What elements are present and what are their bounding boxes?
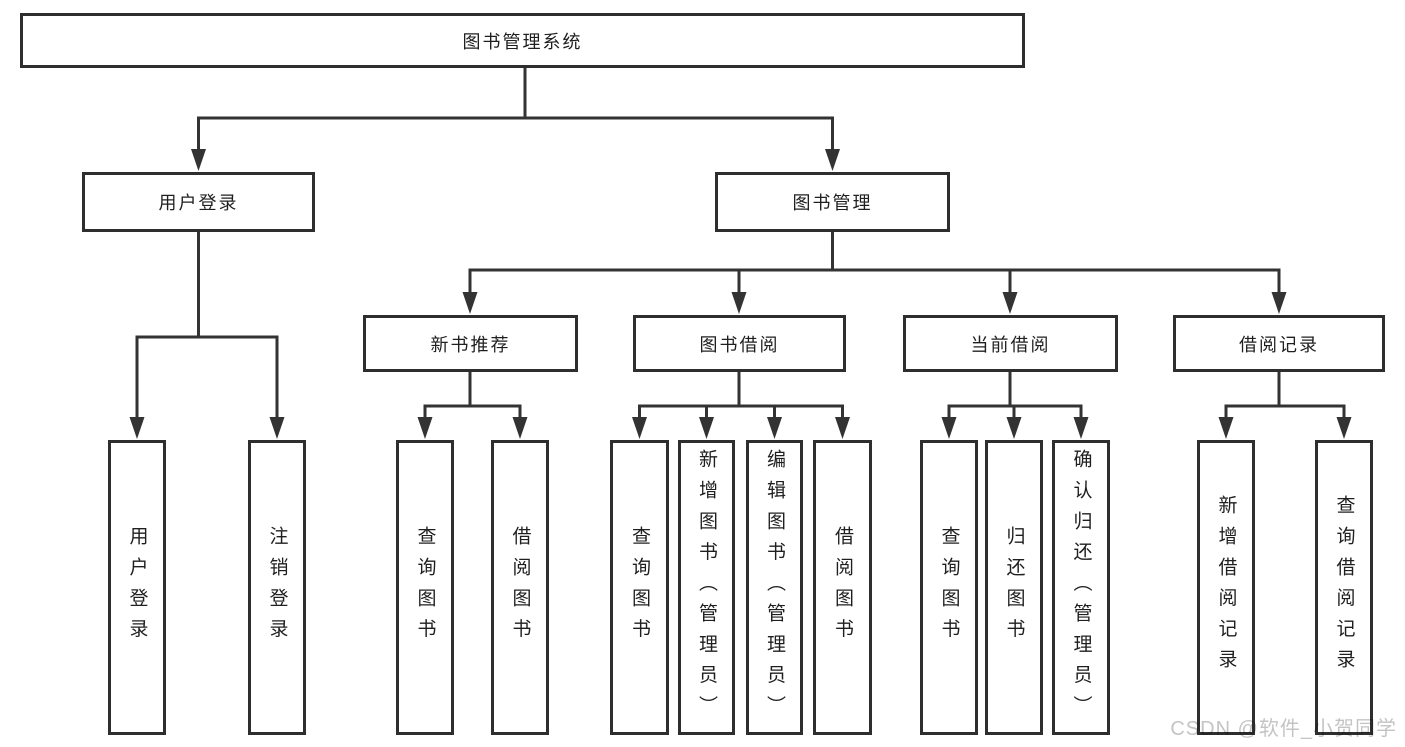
leaf-logout: 注销登录	[248, 440, 306, 735]
node-label: 图书借阅	[699, 334, 780, 355]
node-new-book-recommend: 新书推荐	[363, 315, 578, 372]
node-label: 用户登录	[158, 193, 239, 213]
leaf-label: 确认归还（管理员）	[1070, 448, 1092, 727]
leaf-label: 查询图书	[629, 525, 650, 650]
leaf-label: 归还图书	[1003, 525, 1025, 650]
node-book-management: 图书管理	[715, 172, 950, 232]
leaf-query-borrow-record: 查询借阅记录	[1315, 440, 1373, 735]
leaf-label: 新增图书（管理员）	[696, 448, 717, 727]
leaf-label: 注销登录	[266, 525, 288, 650]
node-label: 新书推荐	[430, 334, 511, 355]
leaf-edit-book-admin: 编辑图书（管理员）	[746, 440, 803, 735]
leaf-query-book-borrowing: 查询图书	[610, 440, 669, 735]
leaf-borrow-book-borrowing: 借阅图书	[813, 440, 872, 735]
leaf-query-book-current: 查询图书	[920, 440, 978, 735]
leaf-label: 新增借阅记录	[1215, 495, 1237, 680]
leaf-return-book: 归还图书	[985, 440, 1043, 735]
arrowheads	[129, 149, 1352, 439]
leaf-label: 借阅图书	[509, 525, 531, 650]
leaf-add-book-admin: 新增图书（管理员）	[678, 440, 735, 735]
node-user-login: 用户登录	[82, 172, 315, 232]
leaf-user-login: 用户登录	[108, 440, 166, 735]
node-borrow-records: 借阅记录	[1173, 315, 1385, 372]
leaf-query-book-recommend: 查询图书	[396, 440, 454, 735]
node-current-borrow: 当前借阅	[903, 315, 1118, 372]
leaf-label: 借阅图书	[832, 525, 853, 650]
node-label: 图书管理系统	[462, 31, 583, 52]
leaf-label: 查询图书	[938, 525, 960, 650]
leaf-label: 查询图书	[414, 525, 436, 650]
leaf-label: 查询借阅记录	[1333, 495, 1355, 680]
csdn-watermark: CSDN @软件_小贺同学	[1170, 718, 1397, 740]
leaf-confirm-return-admin: 确认归还（管理员）	[1052, 440, 1110, 735]
leaf-label: 用户登录	[126, 525, 148, 650]
leaf-label: 编辑图书（管理员）	[764, 448, 785, 727]
node-label: 图书管理	[792, 193, 873, 213]
node-library-system: 图书管理系统	[20, 13, 1025, 68]
leaf-borrow-book-recommend: 借阅图书	[491, 440, 549, 735]
leaf-add-borrow-record: 新增借阅记录	[1197, 440, 1255, 735]
node-book-borrow: 图书借阅	[633, 315, 846, 372]
node-label: 当前借阅	[970, 334, 1051, 355]
node-label: 借阅记录	[1239, 334, 1319, 355]
